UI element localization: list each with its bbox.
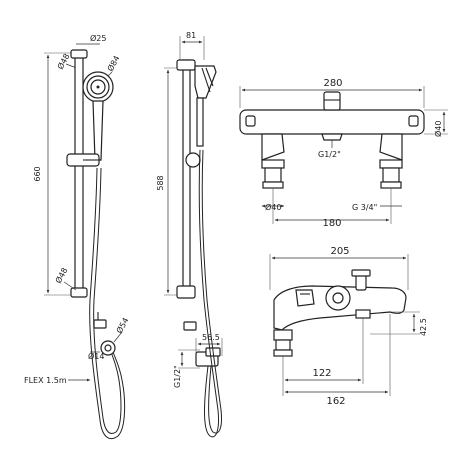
- dim-d25-label: Ø25: [90, 33, 106, 43]
- side-spout-outlet: [355, 309, 371, 319]
- dim-180-label: 180: [322, 218, 341, 229]
- flexible-hose-inner: [93, 167, 122, 434]
- wall-hook: [93, 319, 107, 329]
- mixer-left-tail: [264, 167, 282, 183]
- side-flexible-hose-inner: [201, 149, 222, 434]
- mixer-right-leg: [379, 133, 403, 161]
- dim-g12-inlet-label: G1/2": [318, 150, 341, 159]
- dim-d14-label: Ø14: [88, 351, 104, 361]
- flex-label: FLEX 1.5m: [24, 376, 67, 385]
- dim-162-label: 162: [326, 396, 345, 407]
- mixer-right-handle-slot: [408, 115, 419, 127]
- dim-d48-top-label: Ø48: [55, 52, 72, 71]
- dim-122-label: 122: [312, 368, 331, 379]
- spout-outlet: [321, 133, 343, 141]
- dim-205-label: 205: [330, 246, 349, 257]
- slide-rail: [74, 51, 84, 296]
- dim-588-label: 588: [156, 175, 165, 190]
- side-leg-tail: [275, 339, 291, 351]
- mixer-right-tail: [382, 167, 400, 183]
- dim-d40-side-label: Ø40: [433, 121, 443, 137]
- side-leg-tail-nut: [273, 349, 293, 357]
- dim-d48-bottom-label: Ø48: [53, 266, 70, 285]
- handset-head-centre: [96, 85, 100, 89]
- rail-bottom-bracket: [70, 287, 88, 298]
- side-top-bracket: [176, 59, 196, 71]
- diverter-knob: [323, 91, 341, 111]
- dim-42-label: 42.5: [419, 318, 428, 336]
- dim-d54-label: Ø54: [114, 316, 131, 335]
- dim-81-label: 81: [186, 31, 196, 40]
- dim-d54-leader: [113, 331, 123, 343]
- dim-d48-bottom-leader: [63, 281, 77, 291]
- flexible-hose: [89, 167, 126, 440]
- side-handset-face-line-2: [205, 67, 214, 87]
- dim-g12-side-label: G1/2": [173, 365, 182, 388]
- bath-mixer-front-view: 280 Ø40 G1/2" Ø40 G 3/4": [239, 78, 448, 229]
- mixer-left-handle-slot: [245, 115, 256, 127]
- mixer-right-nut: [379, 159, 403, 169]
- side-bottom-bracket: [176, 285, 196, 299]
- dim-660-label: 660: [33, 166, 42, 181]
- dim-d84-label: Ø84: [105, 54, 122, 73]
- side-handset-head: [194, 65, 217, 99]
- side-rail: [182, 59, 191, 296]
- bath-mixer-side-view: 205 42.5 122 162: [269, 246, 428, 407]
- side-diverter-top: [351, 269, 371, 277]
- mixer-body: [239, 109, 425, 135]
- mixer-right-tail-nut: [380, 181, 402, 189]
- side-left-handle: [295, 289, 315, 307]
- side-wall-hook: [183, 321, 197, 331]
- slide-rail-front-view: 660 Ø25 Ø48 Ø84 Ø48: [24, 33, 131, 440]
- side-handset-handle: [196, 97, 204, 147]
- side-flexible-hose: [198, 149, 219, 438]
- mixer-left-tail-nut: [262, 181, 284, 189]
- dim-g34-label: G 3/4": [352, 203, 377, 212]
- side-leg-nut: [273, 329, 293, 341]
- side-handset-face-line: [201, 67, 211, 93]
- mixer-left-leg: [261, 133, 285, 161]
- rail-top-bracket: [70, 49, 88, 59]
- side-control-knob-centre: [332, 292, 344, 304]
- dim-280-label: 280: [323, 78, 342, 89]
- shower-handset: [82, 71, 114, 161]
- wall-outlet-centre: [104, 344, 112, 352]
- side-slider-knob: [185, 152, 201, 168]
- mixer-left-nut: [261, 159, 285, 169]
- handset-handle: [92, 100, 104, 161]
- slide-rail-side-view: 81 588 G1/2" 56.5: [156, 31, 223, 438]
